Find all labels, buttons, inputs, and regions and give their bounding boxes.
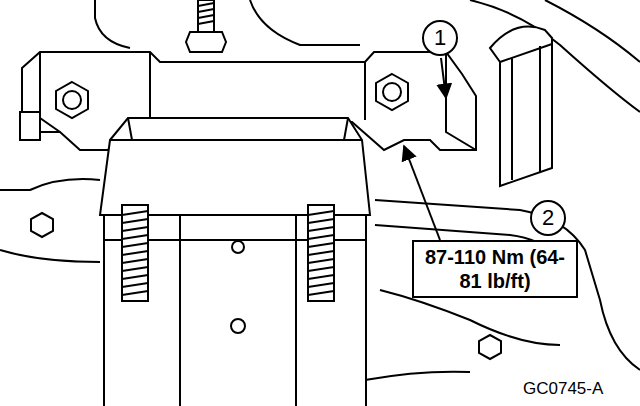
callout-circle: 2 (530, 200, 566, 236)
hole (231, 241, 245, 333)
callout-number: 1 (434, 25, 446, 51)
insulator-block (100, 118, 370, 406)
stud (122, 205, 334, 301)
figure-code: GC0745-A (523, 379, 603, 399)
callout-circle: 1 (422, 20, 458, 56)
leader-line (404, 58, 446, 240)
callout-number: 2 (542, 205, 554, 231)
torque-spec-box: 87-110 Nm (64-81 lb/ft) (412, 240, 578, 298)
torque-value: 87-110 Nm (64-81 lb/ft) (418, 245, 572, 293)
bolt (31, 0, 501, 359)
retainer-clip (490, 27, 552, 186)
